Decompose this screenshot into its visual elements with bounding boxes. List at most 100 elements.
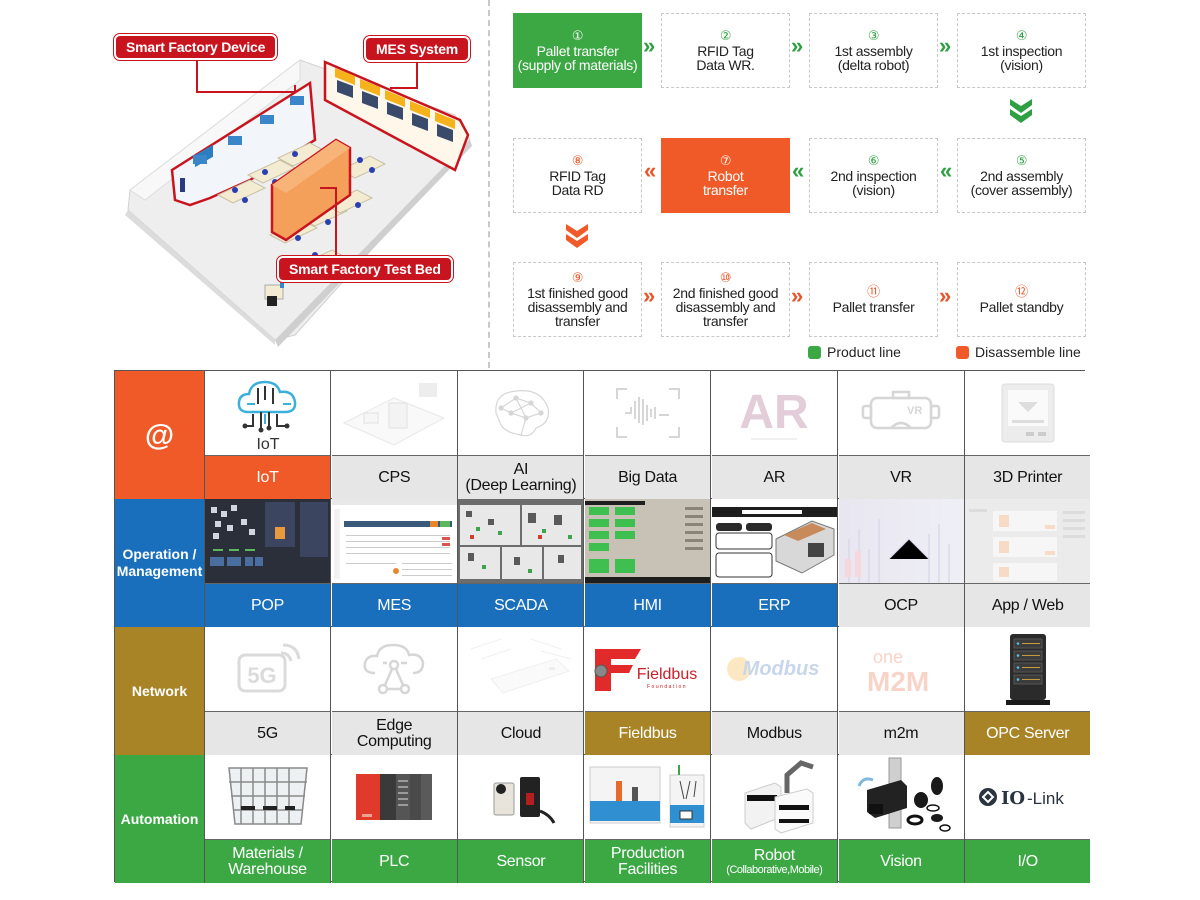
legend-label: Product line — [827, 344, 901, 360]
hmi-screen-icon — [585, 499, 711, 584]
step-number: ② — [719, 28, 732, 43]
tech-label: Fieldbus — [585, 712, 711, 755]
category-label: Network — [115, 627, 205, 755]
double-chevron-right-icon: » — [791, 283, 803, 308]
app-web-screen-icon — [965, 499, 1091, 584]
tech-label: OCP — [838, 584, 964, 627]
factory-floor-drawing — [125, 55, 472, 347]
section-divider — [488, 0, 490, 368]
legend-label: Disassemble line — [975, 344, 1081, 360]
brain-network-icon — [458, 371, 584, 456]
cps-machine-icon — [331, 371, 457, 456]
tech-cell-big-data: Big Data — [585, 371, 712, 499]
tech-label: CPS — [331, 456, 457, 499]
erp-screen-icon — [711, 499, 837, 584]
tech-cell-sensor: Sensor — [458, 755, 585, 883]
category-label: Automation — [115, 755, 205, 883]
step-text-line: 2nd finished good — [672, 285, 779, 301]
double-chevron-down-icon — [566, 224, 588, 248]
tech-label: Materials /Warehouse — [205, 840, 330, 883]
scada-screen-icon — [458, 499, 584, 584]
tech-label: OPC Server — [965, 712, 1091, 755]
step-text-line: (delta robot) — [837, 57, 910, 73]
step-text-line: Robot — [707, 168, 744, 184]
step-number: ⑩ — [719, 270, 732, 285]
tech-cell-robot: Robot(Collaborative,Mobile) — [711, 755, 838, 883]
waveform-icon — [585, 371, 711, 456]
step-number: ⑪ — [867, 284, 880, 299]
step-text-line: (supply of materials) — [517, 57, 638, 73]
io-link-logo-icon: IO -Link — [965, 755, 1091, 840]
tech-label: HMI — [585, 584, 711, 627]
double-chevron-down-icon — [1010, 99, 1032, 123]
step-text-line: 2nd inspection — [830, 168, 917, 184]
tech-cell-cps: CPS — [331, 371, 458, 499]
factory-layout-illustration: Smart Factory Device MES System Smart Fa… — [100, 0, 485, 360]
svg-text:Fieldbus: Fieldbus — [636, 666, 696, 683]
step-text-line: disassembly and — [675, 299, 776, 315]
tech-label: AI(Deep Learning) — [458, 456, 584, 499]
tech-label: Cloud — [458, 712, 584, 755]
tech-cell-mes: MES — [331, 499, 458, 627]
double-chevron-left-icon: « — [792, 158, 804, 183]
tech-label: I/O — [965, 840, 1091, 883]
tech-cell-5g: 5G 5G — [205, 627, 331, 755]
ar-logo-icon: AR — [711, 371, 837, 456]
svg-text:AR: AR — [740, 386, 809, 439]
tech-label: SCADA — [458, 584, 584, 627]
vision-camera-icon — [838, 755, 964, 840]
step-text-line: 1st inspection — [980, 43, 1063, 59]
double-chevron-right-icon: » — [939, 33, 951, 58]
orange-swatch-icon — [956, 345, 969, 359]
tech-cell-iot: IoT IoT — [205, 371, 331, 499]
legend-disassemble-line: Disassemble line — [956, 344, 1081, 360]
svg-text:-Link: -Link — [1027, 789, 1064, 808]
plc-icon — [331, 755, 457, 840]
step-number: ⑨ — [571, 270, 584, 285]
svg-text:M2M: M2M — [867, 666, 929, 697]
tech-label: ERP — [711, 584, 837, 627]
step-number: ④ — [1015, 28, 1028, 43]
svg-text:Modbus: Modbus — [743, 658, 820, 680]
tech-cell-pop: POP — [205, 499, 331, 627]
modbus-logo-icon: Modbus — [711, 627, 837, 712]
tech-label: Sensor — [458, 840, 584, 883]
iot-cloud-icon: IoT — [205, 371, 330, 456]
svg-text:one: one — [873, 647, 903, 667]
tech-cell-ocp: OCP — [838, 499, 965, 627]
double-chevron-right-icon: » — [791, 33, 803, 58]
callout-mes-system: MES System — [364, 36, 471, 62]
tech-cell-ai-deep-learning: AI(Deep Learning) — [458, 371, 585, 499]
svg-text:5G: 5G — [247, 663, 276, 688]
step-text-line: transfer — [702, 313, 749, 329]
grid-row-automation: Automation Materials /Warehouse PLC Sens… — [115, 755, 1091, 883]
5g-icon: 5G — [205, 627, 330, 712]
tech-label: IoT — [205, 456, 330, 499]
step-text-line: (vision) — [852, 182, 895, 198]
step-text-line: RFID Tag — [697, 43, 754, 59]
svg-text:IO: IO — [1001, 788, 1025, 809]
tech-label: m2m — [838, 712, 964, 755]
tech-label: App / Web — [965, 584, 1091, 627]
double-chevron-right-icon: » — [643, 283, 655, 308]
step-number: ⑫ — [1015, 284, 1028, 299]
step-text-line: disassembly and — [527, 299, 628, 315]
production-line-icon — [585, 755, 711, 840]
step-number: ⑥ — [867, 153, 880, 168]
step-number: ③ — [867, 28, 880, 43]
svg-text:IoT: IoT — [256, 436, 279, 452]
